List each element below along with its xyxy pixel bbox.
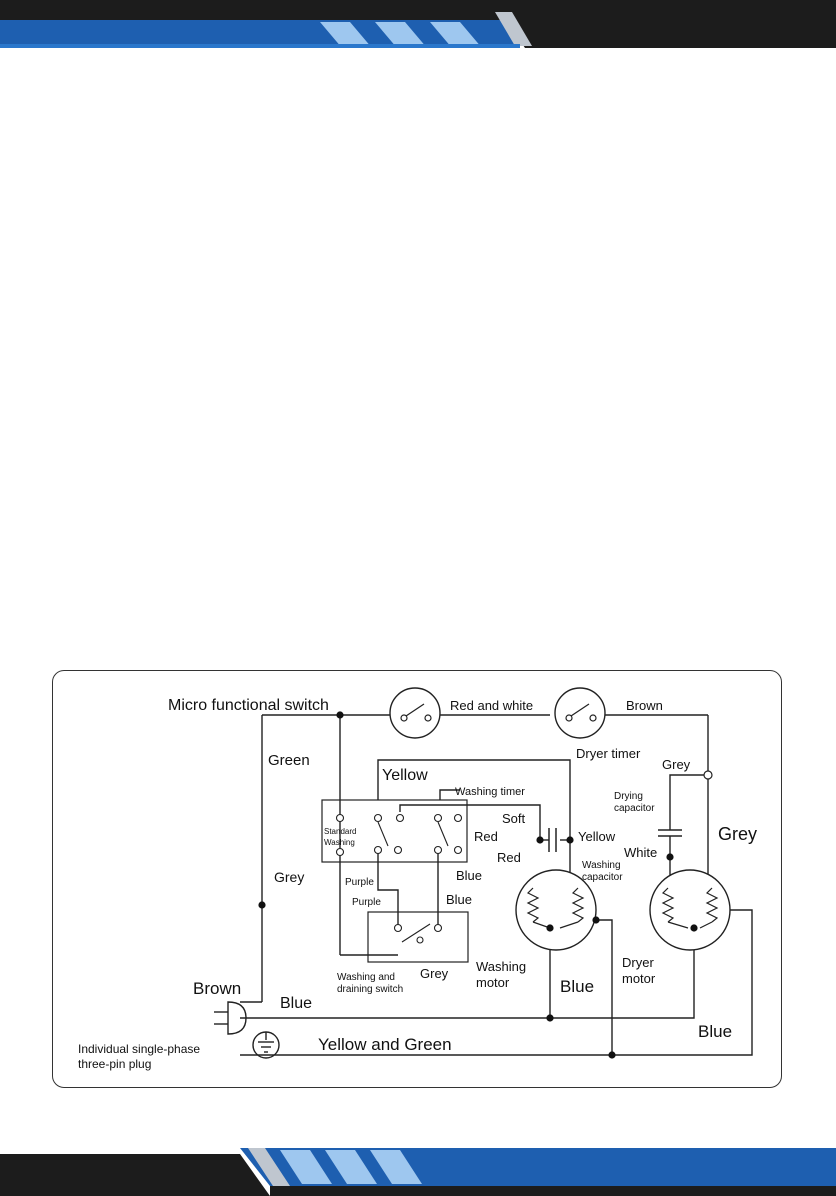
label-purple-2: Purple [352, 897, 381, 908]
label-micro-switch: Micro functional switch [168, 697, 329, 714]
label-yellow-top: Yellow [382, 767, 428, 784]
label-green: Green [268, 752, 310, 769]
label-yellow-cap: Yellow [578, 829, 616, 844]
label-red-2: Red [497, 850, 521, 865]
label-plug-2: three-pin plug [78, 1057, 151, 1071]
label-grey-switch: Grey [420, 966, 449, 981]
label-washing-motor-1: Washing [476, 959, 526, 974]
label-purple-1: Purple [345, 877, 374, 888]
label-brown-top: Brown [626, 698, 663, 713]
header-decor-band [0, 0, 836, 48]
label-grey-top: Grey [662, 757, 691, 772]
label-dryer-motor-2: motor [622, 971, 656, 986]
footer-decor-band [0, 1148, 836, 1196]
label-soft: Soft [502, 811, 526, 826]
label-washing-draining-2: draining switch [337, 984, 403, 995]
label-washing: Washing [324, 838, 355, 847]
label-plug-1: Individual single-phase [78, 1042, 200, 1056]
label-white: White [624, 845, 657, 860]
label-grey-left: Grey [274, 869, 304, 885]
wiring-diagram: Micro functional switch Red and white Br… [78, 686, 757, 1071]
label-blue-bottom-mid: Blue [560, 977, 594, 996]
label-washing-motor-2: motor [476, 975, 510, 990]
label-drying-capacitor-2: capacitor [614, 803, 655, 814]
label-washing-capacitor-1: Washing [582, 860, 621, 871]
label-blue-bottom-right: Blue [698, 1022, 732, 1041]
label-blue-2: Blue [446, 892, 472, 907]
label-blue-plug: Blue [280, 995, 312, 1012]
wiring-diagram-frame: Micro functional switch Red and white Br… [52, 670, 782, 1088]
label-grey-right: Grey [718, 824, 757, 844]
label-red-and-white: Red and white [450, 698, 533, 713]
label-blue-1: Blue [456, 868, 482, 883]
label-red-1: Red [474, 829, 498, 844]
label-standard: Standard [324, 827, 356, 836]
label-dryer-timer: Dryer timer [576, 746, 641, 761]
label-washing-timer: Washing timer [455, 786, 525, 798]
label-dryer-motor-1: Dryer [622, 955, 654, 970]
label-drying-capacitor-1: Drying [614, 791, 643, 802]
label-washing-draining-1: Washing and [337, 972, 395, 983]
label-yellow-and-green: Yellow and Green [318, 1035, 452, 1054]
label-washing-capacitor-2: capacitor [582, 872, 623, 883]
label-brown-plug: Brown [193, 979, 241, 998]
